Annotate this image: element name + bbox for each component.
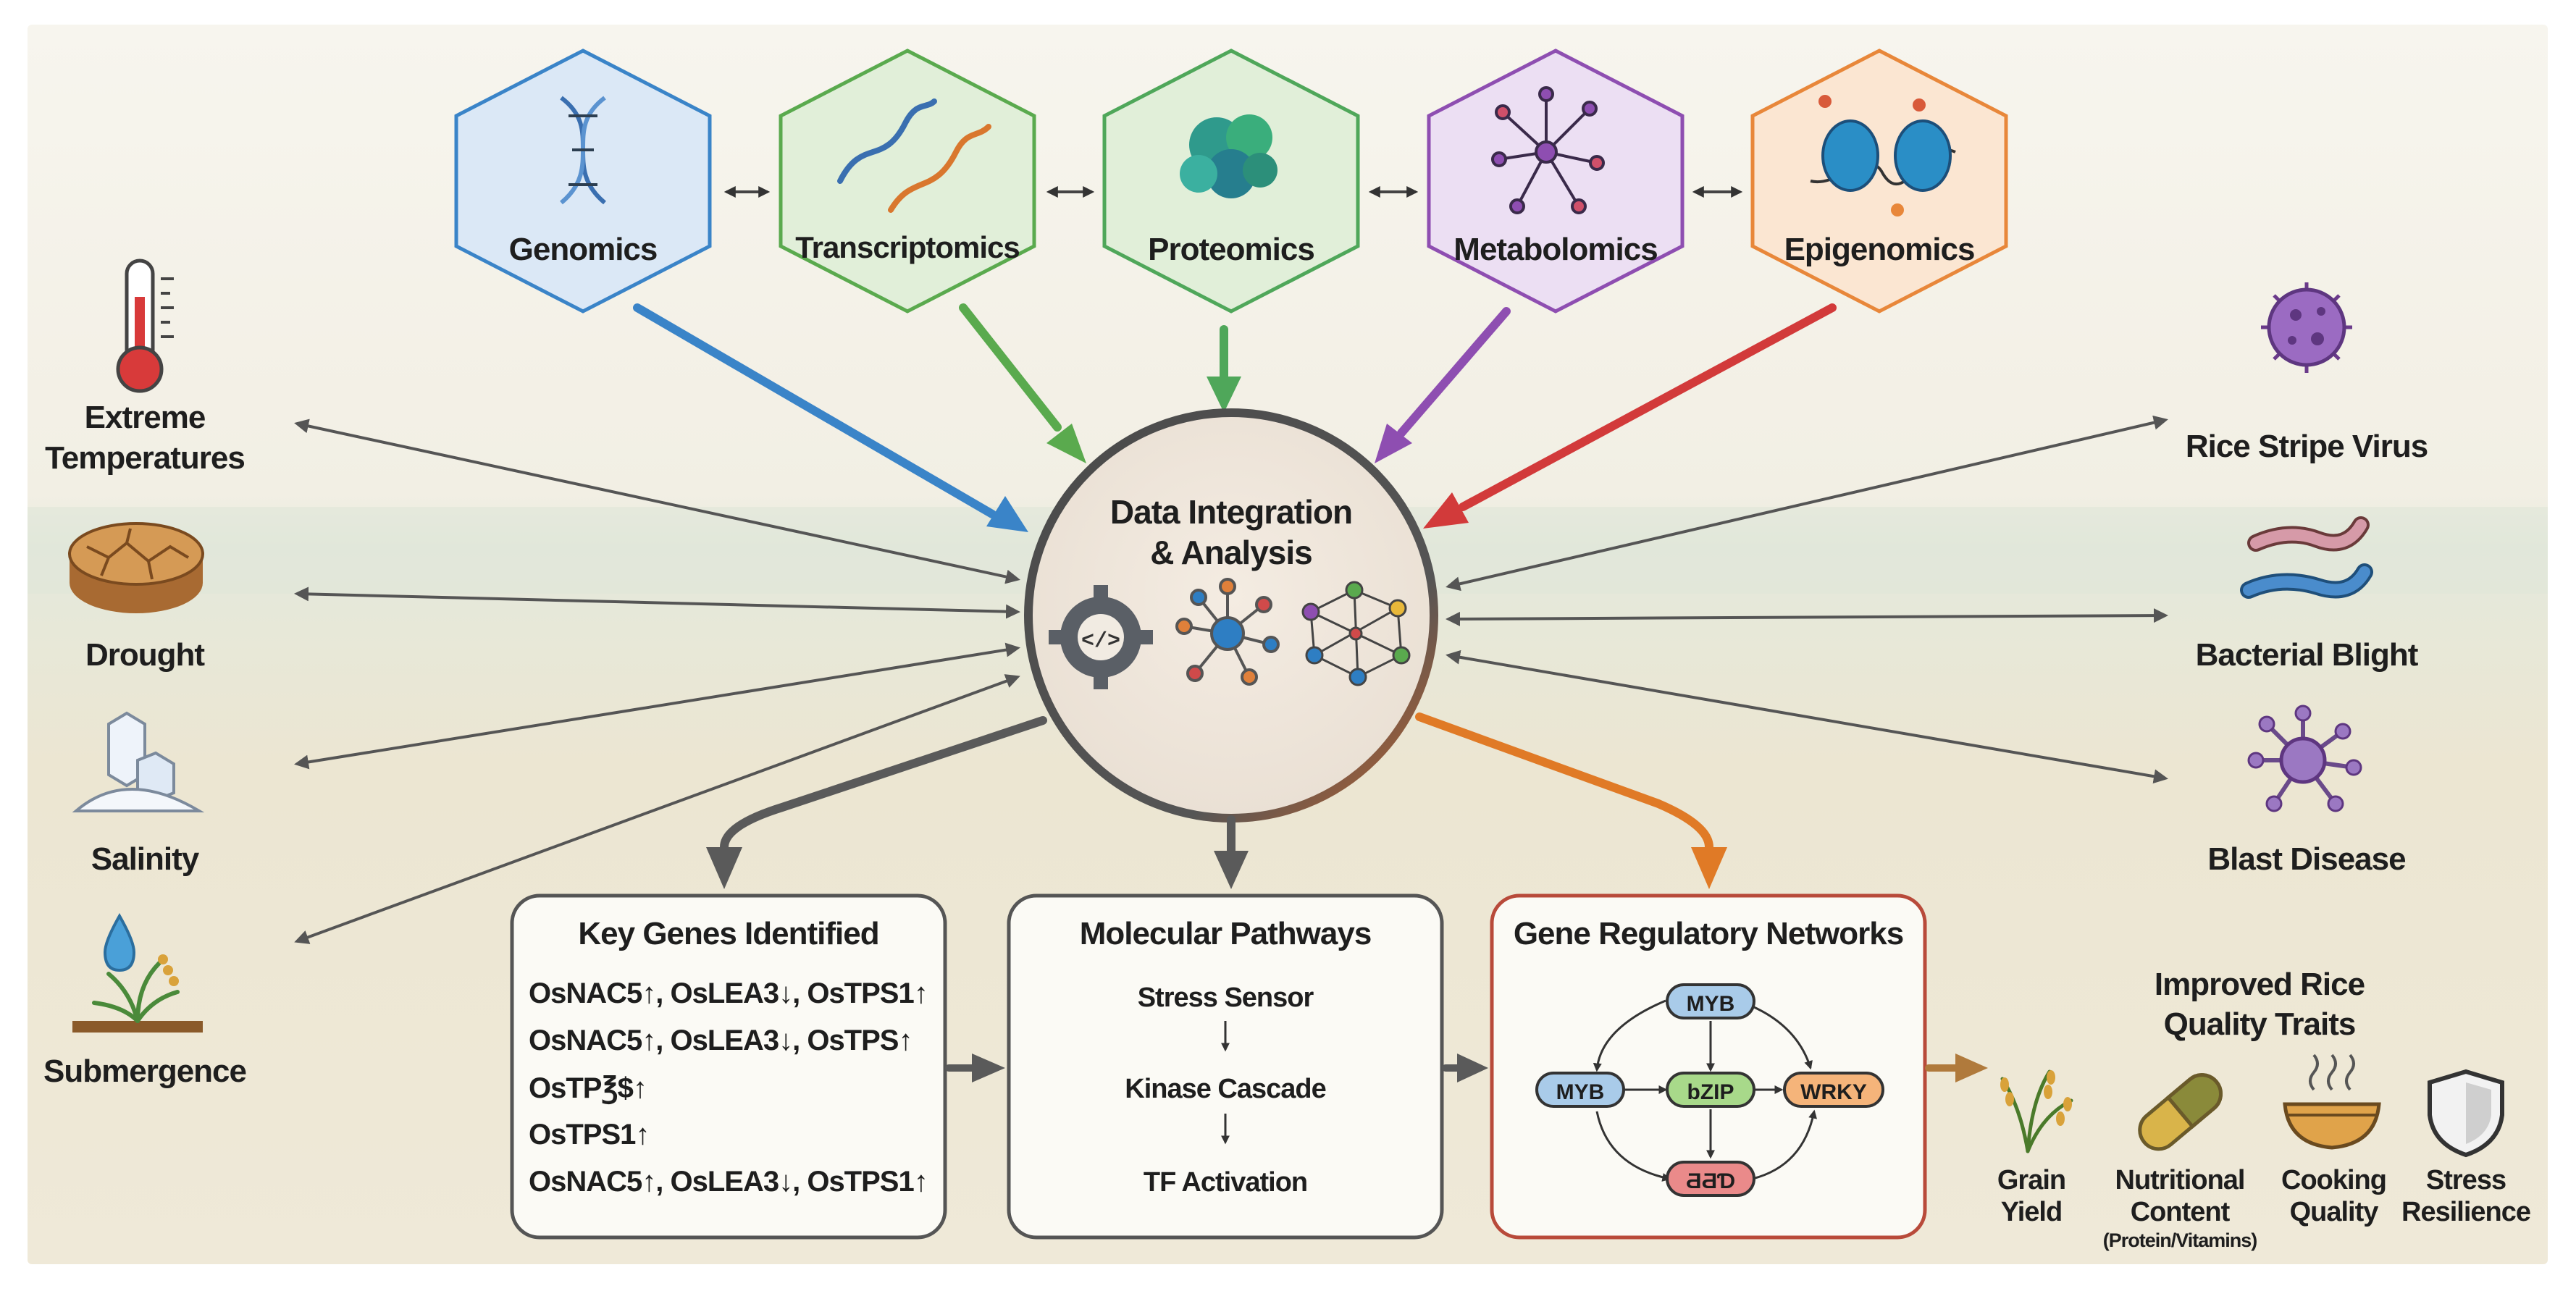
hub-to-boxes-arrows	[706, 712, 1727, 889]
grn-node-bzip: bZIP	[1666, 1072, 1755, 1108]
traits-title-line1: Improved Rice	[2154, 967, 2365, 1002]
abiotic-label-salinity: Salinity	[91, 841, 200, 877]
arrow-temp	[294, 419, 1020, 584]
biotic-label-virus: Rice Stripe Virus	[2185, 429, 2428, 464]
grn-edges	[1593, 999, 1817, 1182]
omics-label-epigenomics: Epigenomics	[1784, 232, 1976, 267]
rice-grain-icon	[2000, 1069, 2073, 1153]
arrow-genomics	[633, 303, 997, 518]
trait-grain-yield: Grain Yield	[1981, 1164, 2082, 1228]
water-drop-plant-icon	[72, 912, 203, 1033]
grn-node-myb-left: MYB	[1535, 1072, 1625, 1108]
abiotic-label-drought: Drought	[85, 637, 205, 673]
bacteria-icon	[2240, 516, 2373, 599]
hex-epigenomics	[1750, 49, 2008, 314]
capsule-icon	[2138, 1073, 2223, 1151]
abiotic-label-temp-1: Extreme	[84, 400, 206, 435]
trait-cooking-line2: Quality	[2289, 1197, 2379, 1227]
arrow-virus	[1446, 415, 2168, 592]
node-network-icon	[1175, 578, 1280, 686]
trait-grain-line2: Yield	[2000, 1197, 2063, 1227]
gene-line-3: OsTP℥$↑	[529, 1072, 647, 1104]
gene-line-2: OsNAC5↑, OsLEA3↓, OsTPS↑	[529, 1025, 912, 1056]
trait-nutritional: Nutritional Content (Protein/Vitamins)	[2086, 1164, 2274, 1253]
gene-line-4: OsTPS1↑	[529, 1119, 650, 1151]
omics-label-genomics: Genomics	[508, 232, 658, 267]
hex-metabolomics	[1427, 49, 1685, 314]
omics-label-transcriptomics: Transcriptomics	[795, 230, 1020, 264]
abiotic-label-temp-2: Temperatures	[45, 440, 246, 476]
arrow-epigenomics	[1459, 303, 1837, 511]
shield-icon	[2428, 1069, 2504, 1158]
pathway-step-tf: TF Activation	[1143, 1167, 1308, 1198]
trait-nutritional-line1: Nutritional	[2115, 1165, 2246, 1195]
hub-title-line1: Data Integration	[1109, 493, 1353, 531]
grn-node-wrky: WRKY	[1783, 1072, 1884, 1108]
box-flow-arrows	[945, 1054, 1988, 1082]
gene-line-5: OsNAC5↑, OsLEA3↓, OsTPS1↑	[529, 1166, 928, 1198]
hex-transcriptomics	[779, 49, 1036, 314]
dna-icon	[560, 96, 606, 205]
trait-cooking-line1: Cooking	[2281, 1165, 2387, 1195]
pathways-box-title: Molecular Pathways	[1079, 916, 1372, 951]
trait-grain-line1: Grain	[1997, 1165, 2066, 1195]
biotic-label-blight: Bacterial Blight	[2195, 637, 2419, 673]
omics-to-hub-arrows	[633, 303, 1837, 532]
arrow-blast	[1446, 649, 2168, 784]
metabolite-network-icon	[1491, 86, 1605, 214]
arrow-to-grn	[1415, 712, 1713, 851]
gene-line-1: OsNAC5↑, OsLEA3↓, OsTPS1↑	[529, 977, 928, 1009]
trait-stress-line2: Resilience	[2401, 1197, 2531, 1227]
trait-nutritional-line3: (Protein/Vitamins)	[2102, 1229, 2258, 1251]
cracked-soil-icon	[68, 522, 204, 613]
rna-strand-icon	[837, 98, 991, 213]
abiotic-arrows	[294, 419, 1020, 944]
hex-genomics	[454, 49, 712, 314]
arrow-to-genes	[720, 716, 1047, 851]
fungus-icon	[2247, 705, 2362, 812]
biotic-label-blast: Blast Disease	[2207, 841, 2406, 877]
biotic-arrows	[1446, 415, 2168, 784]
salt-crystal-icon	[72, 711, 205, 812]
omics-label-metabolomics: Metabolomics	[1453, 232, 1658, 267]
grn-box-title: Gene Regulatory Networks	[1513, 916, 1904, 951]
arrow-blight	[1446, 608, 2168, 626]
trait-stress-line1: Stress	[2425, 1165, 2506, 1195]
arrow-metabolomics	[1397, 307, 1511, 437]
gear-code-icon: </>	[1049, 585, 1153, 689]
grn-node-myb-top: MYB	[1666, 983, 1755, 1019]
steaming-bowl-icon	[2283, 1054, 2381, 1150]
trait-cooking: Cooking Quality	[2274, 1164, 2394, 1228]
grn-node-bottom: ƋƋƊ	[1666, 1161, 1755, 1197]
trait-nutritional-line2: Content	[2130, 1197, 2231, 1227]
omics-label-proteomics: Proteomics	[1148, 232, 1315, 267]
nucleosome-icon	[1810, 95, 1956, 216]
pathway-step-kinase: Kinase Cascade	[1125, 1074, 1327, 1104]
genes-box-title: Key Genes Identified	[578, 916, 879, 951]
trait-stress: Stress Resilience	[2397, 1164, 2535, 1228]
abiotic-label-submergence: Submergence	[43, 1054, 247, 1089]
pathways-box	[1007, 893, 1444, 1240]
svg-text:</>: </>	[1081, 629, 1120, 654]
arrow-submergence	[294, 674, 1020, 944]
arrow-transcriptomics	[959, 303, 1062, 432]
traits-title-line2: Quality Traits	[2163, 1006, 2357, 1042]
hub-title-line2: & Analysis	[1150, 534, 1313, 571]
genes-box	[510, 893, 947, 1240]
mesh-network-icon	[1301, 581, 1411, 686]
virus-icon	[2261, 282, 2352, 373]
protein-icon	[1180, 114, 1277, 198]
arrow-drought	[294, 586, 1020, 619]
pathway-step-sensor: Stress Sensor	[1137, 983, 1314, 1013]
thermometer-icon	[116, 258, 174, 393]
